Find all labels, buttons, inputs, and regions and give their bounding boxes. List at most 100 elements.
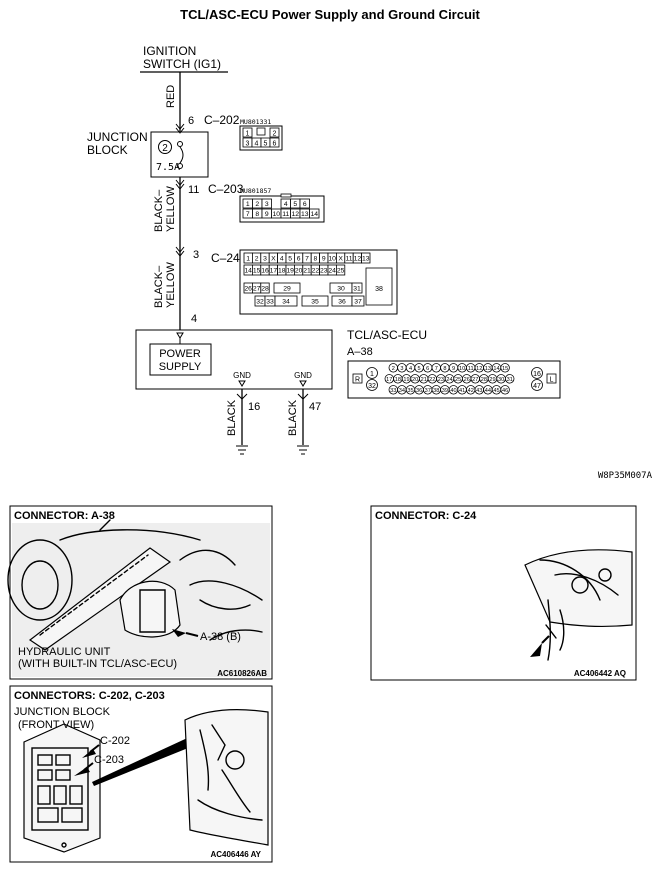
- pin-47: 47: [309, 401, 321, 413]
- a38-pin: 30: [498, 377, 504, 383]
- a38-pin: 13: [485, 366, 491, 372]
- a38-pin: 18: [395, 377, 401, 383]
- a38-pin: 15: [502, 366, 508, 372]
- wire-label-black-16: BLACK: [226, 399, 238, 436]
- wire-label-black-47: BLACK: [287, 399, 299, 436]
- panel-c202-callout-1: C-202: [100, 735, 130, 747]
- c24-cell: 2: [255, 255, 259, 262]
- c24-cell: 31: [353, 285, 361, 292]
- panel-a38-caption-2: (WITH BUILT-IN TCL/ASC-ECU): [18, 658, 177, 670]
- a38-pin: 21: [421, 377, 427, 383]
- c202-cell: 6: [273, 141, 277, 148]
- c24-cell: 5: [288, 255, 292, 262]
- a38-pin: 26: [464, 377, 470, 383]
- a38-pin: 37: [425, 388, 431, 394]
- a38-pin: 1: [370, 371, 374, 378]
- c24-cell: 3: [263, 255, 267, 262]
- connector-name-a38: A–38: [347, 346, 373, 358]
- a38-pin: 29: [489, 377, 495, 383]
- a38-pin: 38: [433, 388, 439, 394]
- c24-cell: 29: [283, 285, 291, 292]
- a38-pin: 24: [446, 377, 452, 383]
- c202-cell: 4: [255, 141, 259, 148]
- ground-symbol-47: [297, 445, 309, 455]
- pin-3: 3: [193, 249, 199, 261]
- c24-cell: 6: [297, 255, 301, 262]
- c24-cell: X: [271, 255, 276, 262]
- ground-symbol-16: [236, 445, 248, 455]
- c24-cell: 13: [362, 255, 370, 262]
- pin-6: 6: [188, 115, 194, 127]
- c24-cell-outline: [335, 264, 346, 276]
- a38-pin: 2: [392, 366, 395, 372]
- c203-cell: 12: [291, 211, 299, 218]
- c203-cell: 13: [301, 211, 309, 218]
- panel-a38-callout: A-38 (B): [200, 631, 241, 643]
- a38-pin: 4: [409, 366, 412, 372]
- connector-symbol-c203: [175, 179, 185, 190]
- a38-pin: 42: [468, 388, 474, 394]
- power-supply-label-2: SUPPLY: [159, 361, 202, 373]
- c24-cell: 18: [278, 267, 286, 274]
- c24-cell: 36: [338, 298, 346, 305]
- c24-cell: 4: [280, 255, 284, 262]
- gnd-terminal-b: [299, 380, 307, 387]
- a38-pin: 36: [416, 388, 422, 394]
- gnd-terminal-a: [238, 380, 246, 387]
- c202-cell: 2: [273, 131, 277, 138]
- fuse-element: [179, 146, 184, 164]
- photo-panel-c202-c203: [9, 685, 273, 863]
- c203-cell: 14: [310, 211, 318, 218]
- c203-cell: 3: [265, 201, 269, 208]
- gnd-label-a: GND: [233, 371, 251, 380]
- c202-cell: 1: [246, 131, 250, 138]
- fuse-terminal-top: [177, 141, 183, 147]
- c24-cell: 35: [311, 298, 319, 305]
- panel-a38-code: AC610826AB: [217, 669, 267, 678]
- c203-cell: 1: [246, 201, 250, 208]
- connector-name-c203: C–203: [208, 182, 244, 196]
- junction-block-label-2: BLOCK: [87, 143, 128, 157]
- a38-pin: 14: [493, 366, 499, 372]
- c24-cell: 38: [375, 286, 383, 293]
- panel-c24-code: AC406442 AQ: [574, 669, 626, 678]
- gnd-label-b: GND: [294, 371, 312, 380]
- c203-cell: 11: [282, 211, 289, 218]
- a38-pin: 25: [455, 377, 461, 383]
- a38-pin: 44: [485, 388, 491, 394]
- a38-pin: 40: [450, 388, 456, 394]
- ignition-label-2: SWITCH (IG1): [143, 57, 221, 71]
- c24-cell-outline: [361, 252, 371, 264]
- connector-name-c24: C–24: [211, 251, 240, 265]
- c24-cell: 10: [328, 255, 336, 262]
- c24-cell-outline: [260, 282, 270, 294]
- a38-pin: 34: [399, 388, 405, 394]
- a38-l-mark: L: [550, 377, 554, 384]
- photo-a38-image: [7, 519, 270, 677]
- panel-c24-header: CONNECTOR: C-24: [375, 510, 477, 522]
- a38-pin: 16: [533, 371, 541, 378]
- ecu-box: [135, 329, 333, 390]
- connector-symbol-c202: [175, 123, 185, 134]
- wire-label-bk-y-2b: YELLOW: [165, 262, 177, 308]
- c24-cell: 11: [345, 255, 352, 262]
- photo-junction-block-image: [23, 709, 269, 853]
- c24-cell: 1: [246, 255, 250, 262]
- c203-cell: 9: [265, 211, 269, 218]
- c203-cell: 5: [293, 201, 297, 208]
- connector-symbol-c24: [175, 246, 185, 257]
- c24-cell: 20: [295, 267, 303, 274]
- figure-code: W8P35M007A: [598, 471, 653, 481]
- a38-pin: 12: [476, 366, 482, 372]
- c24-cell: 24: [328, 267, 336, 274]
- c24-cell: 27: [253, 285, 261, 292]
- ecu-name: TCL/ASC-ECU: [347, 328, 427, 342]
- fuse-rating: 7.5A: [156, 162, 180, 173]
- a38-pin: 19: [403, 377, 409, 383]
- a38-pin: 7: [435, 366, 438, 372]
- c203-cell: 4: [284, 201, 288, 208]
- panel-a38-header: CONNECTOR: A-38: [14, 510, 115, 522]
- a38-pin: 39: [442, 388, 448, 394]
